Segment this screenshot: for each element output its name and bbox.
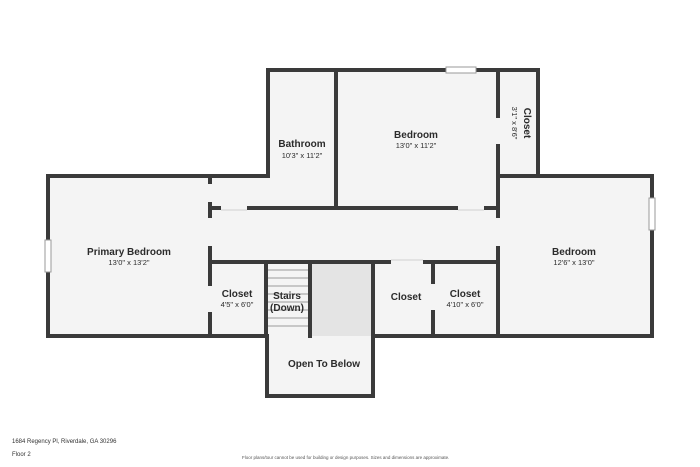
bathroom-dims: 10'3" x 11'2" xyxy=(282,151,323,160)
primary-bedroom-dims: 13'0" x 13'2" xyxy=(108,258,149,267)
door-lines xyxy=(221,209,484,261)
closet-right-dims: 4'10" x 6'0" xyxy=(447,300,484,309)
window-top xyxy=(445,66,477,74)
bedroom-top-dims: 13'0" x 11'2" xyxy=(396,141,437,150)
bedroom-right-name: Bedroom xyxy=(552,247,596,258)
closet-right-name: Closet xyxy=(450,289,481,300)
closet-left-dims: 4'5" x 6'0" xyxy=(221,300,254,309)
walls xyxy=(46,68,654,398)
stairs-name-1: Stairs xyxy=(273,291,301,302)
bedroom-right-dims: 12'6" x 13'0" xyxy=(553,258,594,267)
stairs-treads xyxy=(268,269,308,327)
closet-top-dims: 3'1" x 8'6" xyxy=(510,107,519,140)
stairs-name-2: (Down) xyxy=(270,303,304,314)
closet-left-name: Closet xyxy=(222,289,253,300)
window-left xyxy=(44,239,52,273)
closet-mid-name: Closet xyxy=(391,292,422,303)
open-to-below-name: Open To Below xyxy=(288,359,360,370)
closet-top-name: Closet xyxy=(521,108,532,139)
bedroom-top-name: Bedroom xyxy=(394,130,438,141)
bathroom-name: Bathroom xyxy=(278,139,325,150)
room-fills xyxy=(48,70,652,396)
room-labels: Bathroom 10'3" x 11'2" Bedroom 13'0" x 1… xyxy=(87,107,596,370)
window-right xyxy=(648,197,656,231)
door-openings xyxy=(208,118,500,312)
primary-bedroom-name: Primary Bedroom xyxy=(87,247,171,258)
floor-label: Floor 2 xyxy=(12,452,31,458)
disclaimer-text: Floor plans/tour cannot be used for buil… xyxy=(242,455,450,460)
address-text: 1684 Regency Pl, Riverdale, GA 30296 xyxy=(12,439,117,445)
windows xyxy=(44,66,656,273)
